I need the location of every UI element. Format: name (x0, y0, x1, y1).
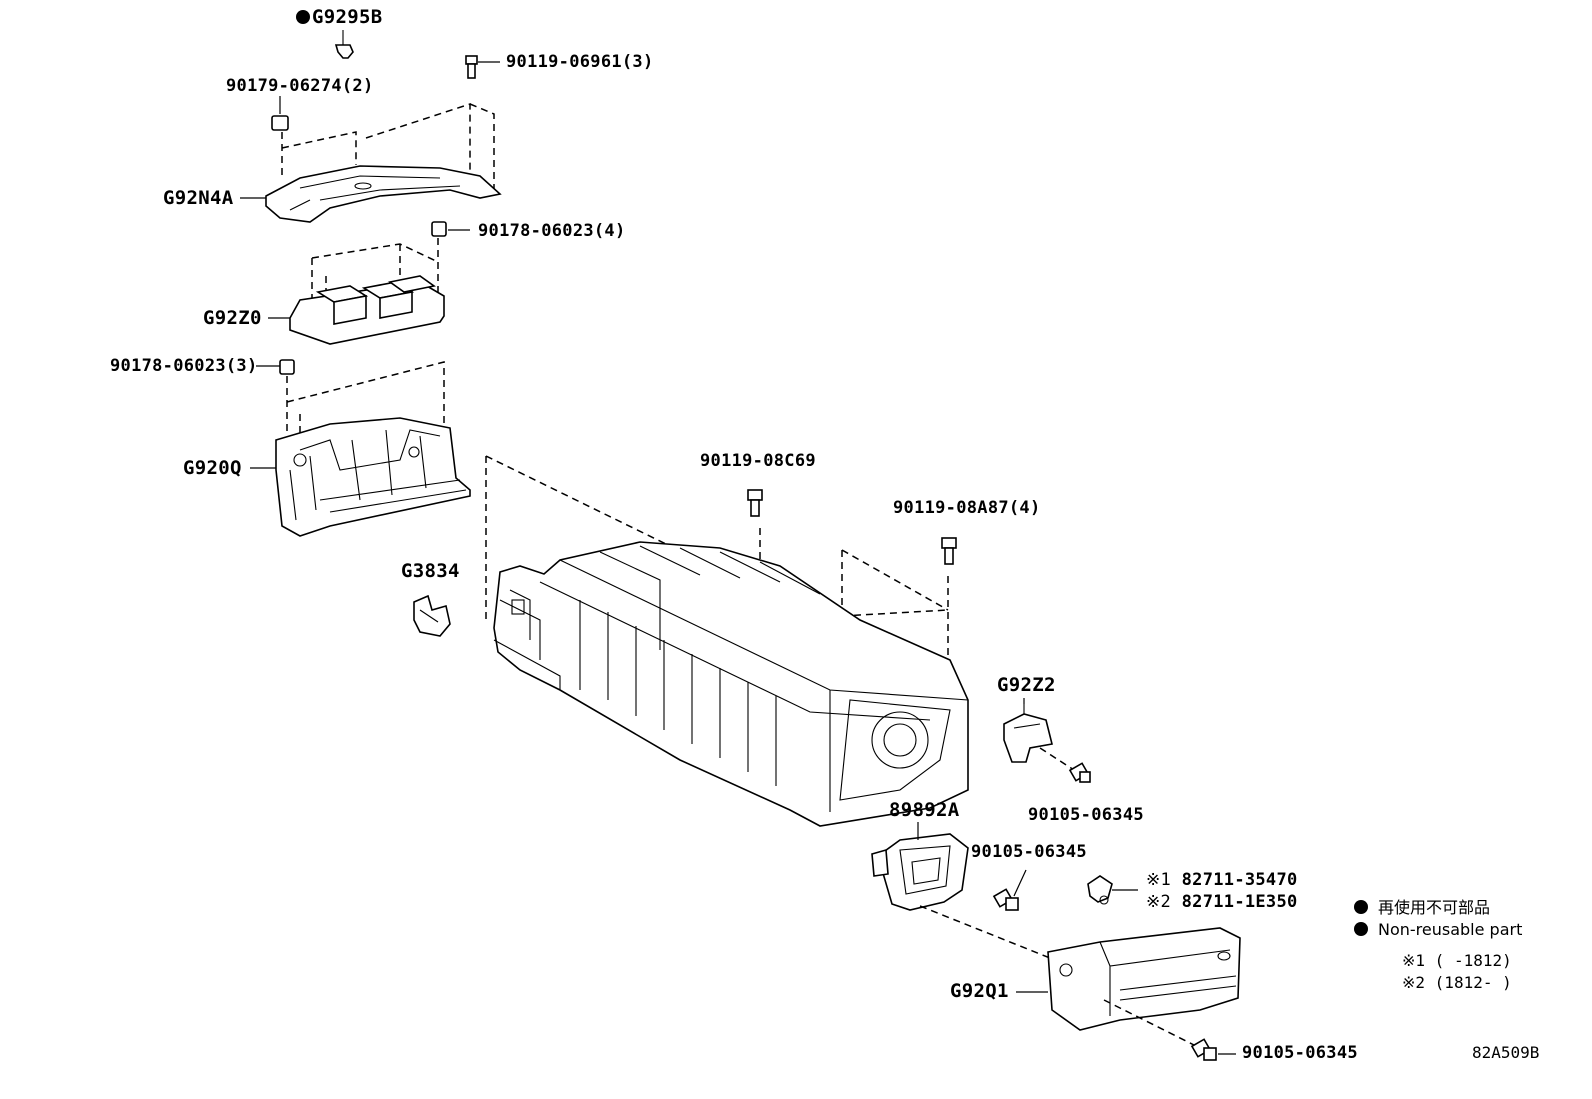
label-g9295b: G9295B (296, 7, 382, 27)
label-90105-06345-c: 90105-06345 (1242, 1043, 1358, 1063)
label-82711-1e350: ※2 82711-1E350 (1146, 892, 1298, 912)
label-g92z0: G92Z0 (203, 307, 262, 329)
label-90105-06345-a: 90105-06345 (1028, 805, 1144, 825)
legend-non-reusable-en: Non-reusable part (1354, 920, 1522, 939)
note1-mark: ※1 (1146, 870, 1172, 890)
nut-90179-06274-drawing (271, 96, 289, 131)
bracket-g92q1-drawing (1016, 927, 1241, 1031)
label-g92q1: G92Q1 (950, 980, 1009, 1002)
part-82711-1e350: 82711-1E350 (1181, 892, 1298, 912)
label-90178-06023-4: 90178-06023(4) (478, 221, 626, 241)
note-2: ※2 (1812- ) (1402, 973, 1512, 992)
bolt-90119-08c69-drawing (747, 489, 763, 517)
legend-jp-text: 再使用不可部品 (1378, 898, 1491, 917)
clip-g9295b-drawing (334, 30, 354, 59)
non-reusable-dot-icon (296, 10, 310, 24)
label-90105-06345-b: 90105-06345 (971, 842, 1087, 862)
label-90179-06274: 90179-06274(2) (226, 76, 374, 96)
bracket-g92z2-drawing (1003, 698, 1053, 763)
label-90119-08c69: 90119-08C69 (700, 451, 816, 471)
legend-en-text: Non-reusable part (1378, 920, 1523, 939)
label-90119-08a87: 90119-08A87(4) (893, 498, 1041, 518)
bullet-dot-icon (1354, 922, 1368, 936)
bolt-90105-06345-a-drawing (1068, 762, 1091, 783)
label-g92z2: G92Z2 (997, 674, 1056, 696)
part-82711-35470: 82711-35470 (1181, 870, 1298, 890)
clamp-82711-drawing (1087, 875, 1138, 905)
bracket-g920q-drawing (250, 417, 471, 537)
label-89892a: 89892A (889, 799, 960, 821)
label-90178-06023-3: 90178-06023(3) (110, 356, 258, 376)
label-g3834: G3834 (401, 560, 460, 582)
bracket-g92n4a-drawing (240, 165, 502, 223)
note2-mark: ※2 (1146, 892, 1172, 912)
label-g920q: G920Q (183, 457, 242, 479)
hybrid-battery-assembly-drawing (493, 541, 969, 827)
legend-non-reusable-jp: 再使用不可部品 (1354, 894, 1490, 918)
label-82711-35470: ※1 82711-35470 (1146, 870, 1298, 890)
nut-90178-06023-3-drawing (256, 359, 295, 375)
bolt-90105-06345-c-drawing (1190, 1038, 1236, 1061)
nut-90178-06023-4-drawing (431, 221, 470, 237)
bullet-dot-icon (1354, 900, 1368, 914)
note-1: ※1 ( -1812) (1402, 951, 1512, 970)
ecu-89892a-drawing (871, 822, 969, 911)
label-g92n4a: G92N4A (163, 187, 234, 209)
label-90119-06961: 90119-06961(3) (506, 52, 654, 72)
relay-block-g92z0-drawing (268, 275, 445, 345)
bolt-90105-06345-b-drawing (992, 869, 1027, 911)
bolt-90119-06961-drawing (465, 55, 500, 79)
diagram-code: 82A509B (1472, 1043, 1540, 1062)
bolt-90119-08a87-drawing (941, 537, 957, 565)
bracket-g3834-drawing (413, 594, 451, 637)
